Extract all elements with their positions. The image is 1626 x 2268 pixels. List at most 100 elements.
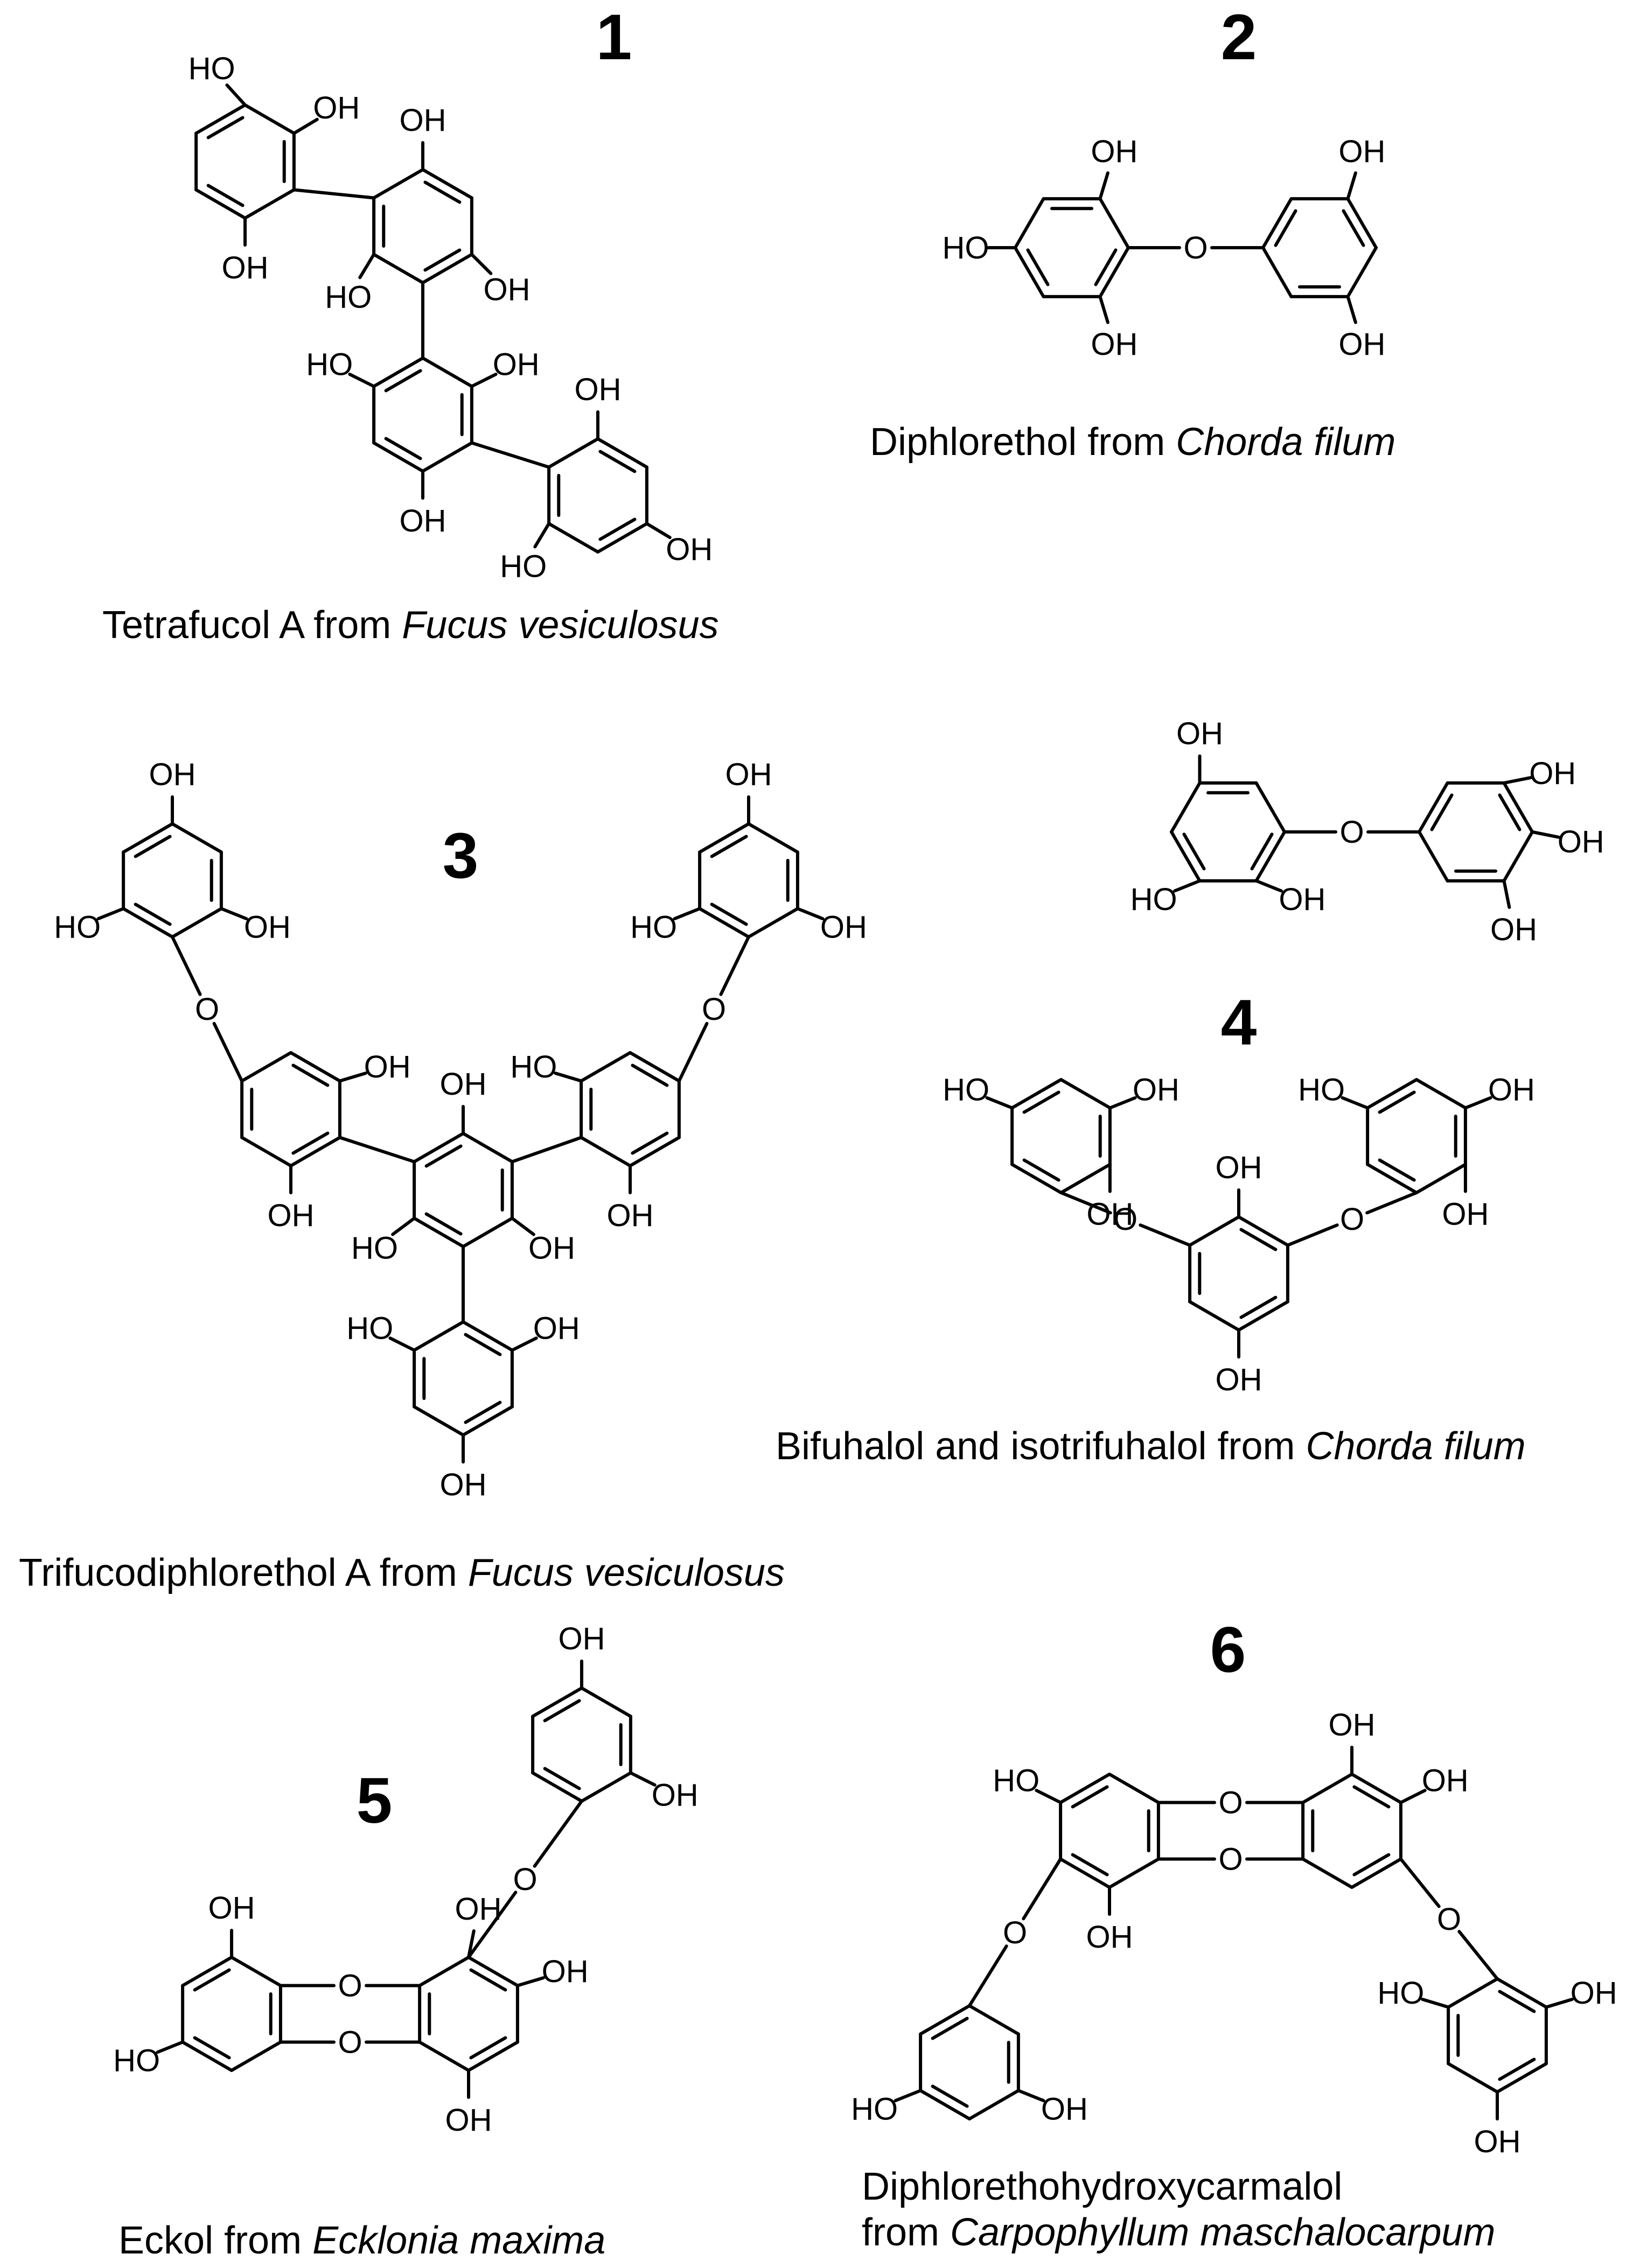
ring-bond [1447, 1977, 1499, 2009]
hydroxyl-label: OH [493, 347, 540, 382]
compound-name-1: Tetrafucol A from [102, 604, 402, 647]
ring-bond [1014, 197, 1045, 249]
ether-bond [171, 935, 202, 996]
ring-bond [1346, 197, 1378, 249]
ring-double-bond [1071, 1853, 1109, 1877]
ring-double-bond [1182, 832, 1206, 871]
substituent-bond [225, 83, 247, 107]
hydroxyl-label: HO [113, 2043, 160, 2078]
hydroxyl-label: OH [268, 1198, 315, 1233]
hydroxyl-label: OH [1558, 824, 1604, 859]
ring-bond [122, 822, 174, 854]
hydroxyl-label: HO [993, 1763, 1039, 1798]
oxygen-label: O [1339, 815, 1364, 850]
ring-bond [413, 1405, 465, 1437]
hydroxyl-label: OH [222, 250, 269, 285]
substituent-bond [470, 373, 498, 388]
compound-name-2: Diphlorethol from [870, 421, 1176, 464]
ring-double-bond [291, 1131, 330, 1155]
hydroxyl-label: OH [484, 272, 531, 307]
compound-number-3: 3 [443, 820, 479, 892]
hydroxyl-label: OH [1176, 716, 1223, 751]
ring-bond [1418, 830, 1449, 883]
substituent-bond [515, 1976, 545, 1987]
substituent-bond [219, 907, 248, 921]
substituent-bond [470, 253, 493, 275]
substituent-bond [1108, 1096, 1137, 1110]
hydroxyl-label: OH [1216, 1362, 1262, 1397]
ring-bond [629, 1051, 681, 1083]
ring-bond [413, 1320, 465, 1352]
ring-double-bond [1498, 1990, 1536, 2013]
ring-bond [1346, 246, 1378, 298]
oxygen-label: O [513, 1862, 537, 1897]
ring-double-bond [424, 1212, 463, 1236]
ring-bond [919, 2004, 971, 2036]
compound-number-6: 6 [1210, 1614, 1246, 1686]
substituent-bond [554, 1072, 583, 1083]
ring-bond [547, 522, 599, 554]
ring-bond [531, 1686, 583, 1718]
compound-number-1: 1 [596, 1, 632, 73]
ether-bond [677, 1021, 709, 1083]
ring-double-bond [931, 2084, 969, 2108]
oxygen-label: O [1113, 1202, 1137, 1237]
ring-double-bond [1022, 1158, 1060, 1182]
hydroxyl-label: HO [500, 549, 547, 584]
hydroxyl-label: OH [1216, 1150, 1262, 1185]
substituent-bond [292, 117, 319, 135]
hydroxyl-label: HO [306, 347, 353, 382]
ring-bond [1496, 2062, 1548, 2094]
ring-double-bond [1342, 209, 1365, 247]
ring-double-bond [193, 1968, 231, 1992]
ether-bond [1457, 1930, 1499, 1980]
ring-double-bond [1094, 248, 1118, 286]
ether-bond [1139, 1223, 1192, 1247]
ring-bond [1254, 781, 1286, 834]
hydroxyl-label: OH [400, 503, 446, 538]
ring-double-bond [1071, 1785, 1109, 1809]
hydroxyl-label: HO [1377, 1976, 1424, 2011]
hydroxyl-label: OH [1529, 756, 1576, 791]
hydroxyl-label: OH [1338, 327, 1385, 362]
oxygen-label: O [1340, 1202, 1364, 1237]
ring-bond [1010, 1078, 1063, 1110]
ring-double-bond [710, 902, 748, 926]
substituent-bond [1254, 879, 1283, 893]
ring-bond [1301, 1857, 1353, 1889]
ring-bond [629, 1136, 681, 1167]
hydroxyl-label: HO [54, 910, 101, 945]
ring-bond [580, 1771, 632, 1803]
biaryl-bond [510, 1136, 583, 1164]
ring-bond [1059, 1078, 1112, 1110]
hydroxyl-label: HO [630, 910, 677, 945]
substituent-bond [510, 1216, 535, 1236]
species-name-4: Chorda filum [1306, 1425, 1526, 1468]
substituent-bond [1463, 1096, 1492, 1110]
ring-double-bond [384, 437, 422, 460]
ring-bond [240, 1051, 292, 1083]
ring-double-bond [469, 2036, 507, 2060]
hydroxyl-label: OH [1133, 1072, 1180, 1107]
ring-bond [1415, 1163, 1467, 1194]
ring-bond [968, 2004, 1020, 2036]
ring-bond [171, 907, 223, 939]
species-name-1: Fucus vesiculosus [402, 604, 718, 647]
ring-bond [181, 2040, 233, 2072]
compound-number-4: 4 [1221, 986, 1257, 1059]
hydroxyl-label: HO [943, 230, 989, 265]
ether-bond [719, 935, 750, 996]
ring-double-bond [1430, 793, 1454, 831]
ring-bond [1496, 1977, 1548, 2009]
substituent-bond [358, 253, 376, 279]
ring-double-bond [134, 835, 172, 858]
oxygen-label: O [1003, 1915, 1027, 1950]
substituent-bond [1531, 830, 1560, 839]
ring-bond [230, 2040, 282, 2072]
ring-bond [289, 1136, 341, 1167]
substituent-bond [795, 907, 825, 921]
biaryl-bond [470, 441, 551, 469]
ring-double-bond [543, 1767, 581, 1790]
substituent-bond [391, 1216, 416, 1236]
